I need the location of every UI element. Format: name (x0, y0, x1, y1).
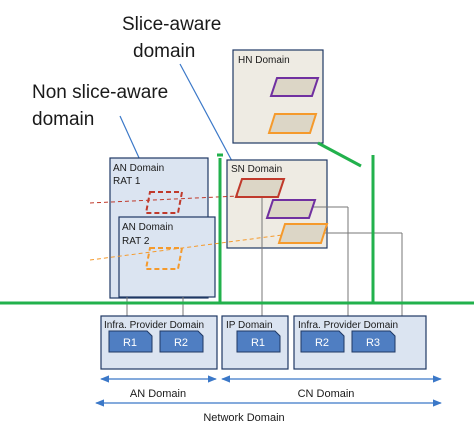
router-r3-cn (351, 330, 396, 353)
an-rat1-label-line1: AN Domain (113, 163, 164, 174)
an-domain-rat2-box (118, 216, 216, 298)
slice-aware-title-line2: domain (133, 41, 195, 62)
sn-domain-label: SN Domain (231, 164, 282, 175)
green-diagonal (317, 141, 362, 168)
router-r2-an (159, 330, 204, 353)
an-rat2-slice-orange (144, 247, 184, 270)
router-r2-an-label: R2 (174, 337, 188, 349)
router-r2-cn-label: R2 (315, 337, 329, 349)
slice-aware-arrow (179, 63, 241, 177)
router-r1-an (108, 330, 153, 353)
an-rat1-slice-red (144, 191, 184, 214)
orange-slice-dashline (89, 234, 283, 261)
an-domain-span-label: AN Domain (130, 388, 186, 400)
infra-provider-cn-label: Infra. Provider Domain (298, 320, 398, 331)
an-rat1-label-line2: RAT 1 (113, 176, 141, 187)
non-slice-aware-title-line2: domain (32, 109, 94, 130)
sn-slice-red (234, 178, 286, 198)
slice-aware-title-line1: Slice-aware (122, 14, 221, 35)
an-rat2-label-line1: AN Domain (122, 222, 173, 233)
red-slice-dashline (89, 195, 239, 204)
router-r2-cn (300, 330, 345, 353)
non-slice-aware-title-line1: Non slice-aware (32, 82, 168, 103)
hn-domain-label: HN Domain (238, 55, 290, 66)
router-r1-ip (236, 330, 281, 353)
infra-provider-an-label: Infra. Provider Domain (104, 320, 204, 331)
sn-slice-orange (277, 223, 329, 244)
router-r1-an-label: R1 (123, 337, 137, 349)
cn-domain-span-label: CN Domain (298, 388, 355, 400)
router-r3-cn-label: R3 (366, 337, 380, 349)
router-r1-ip-label: R1 (251, 337, 265, 349)
hn-slice-orange (267, 113, 318, 134)
hn-slice-purple (269, 77, 320, 97)
ip-domain-label: IP Domain (226, 320, 273, 331)
network-domain-span-label: Network Domain (203, 412, 284, 424)
sn-slice-purple (265, 199, 317, 219)
an-rat2-label-line2: RAT 2 (122, 236, 150, 247)
